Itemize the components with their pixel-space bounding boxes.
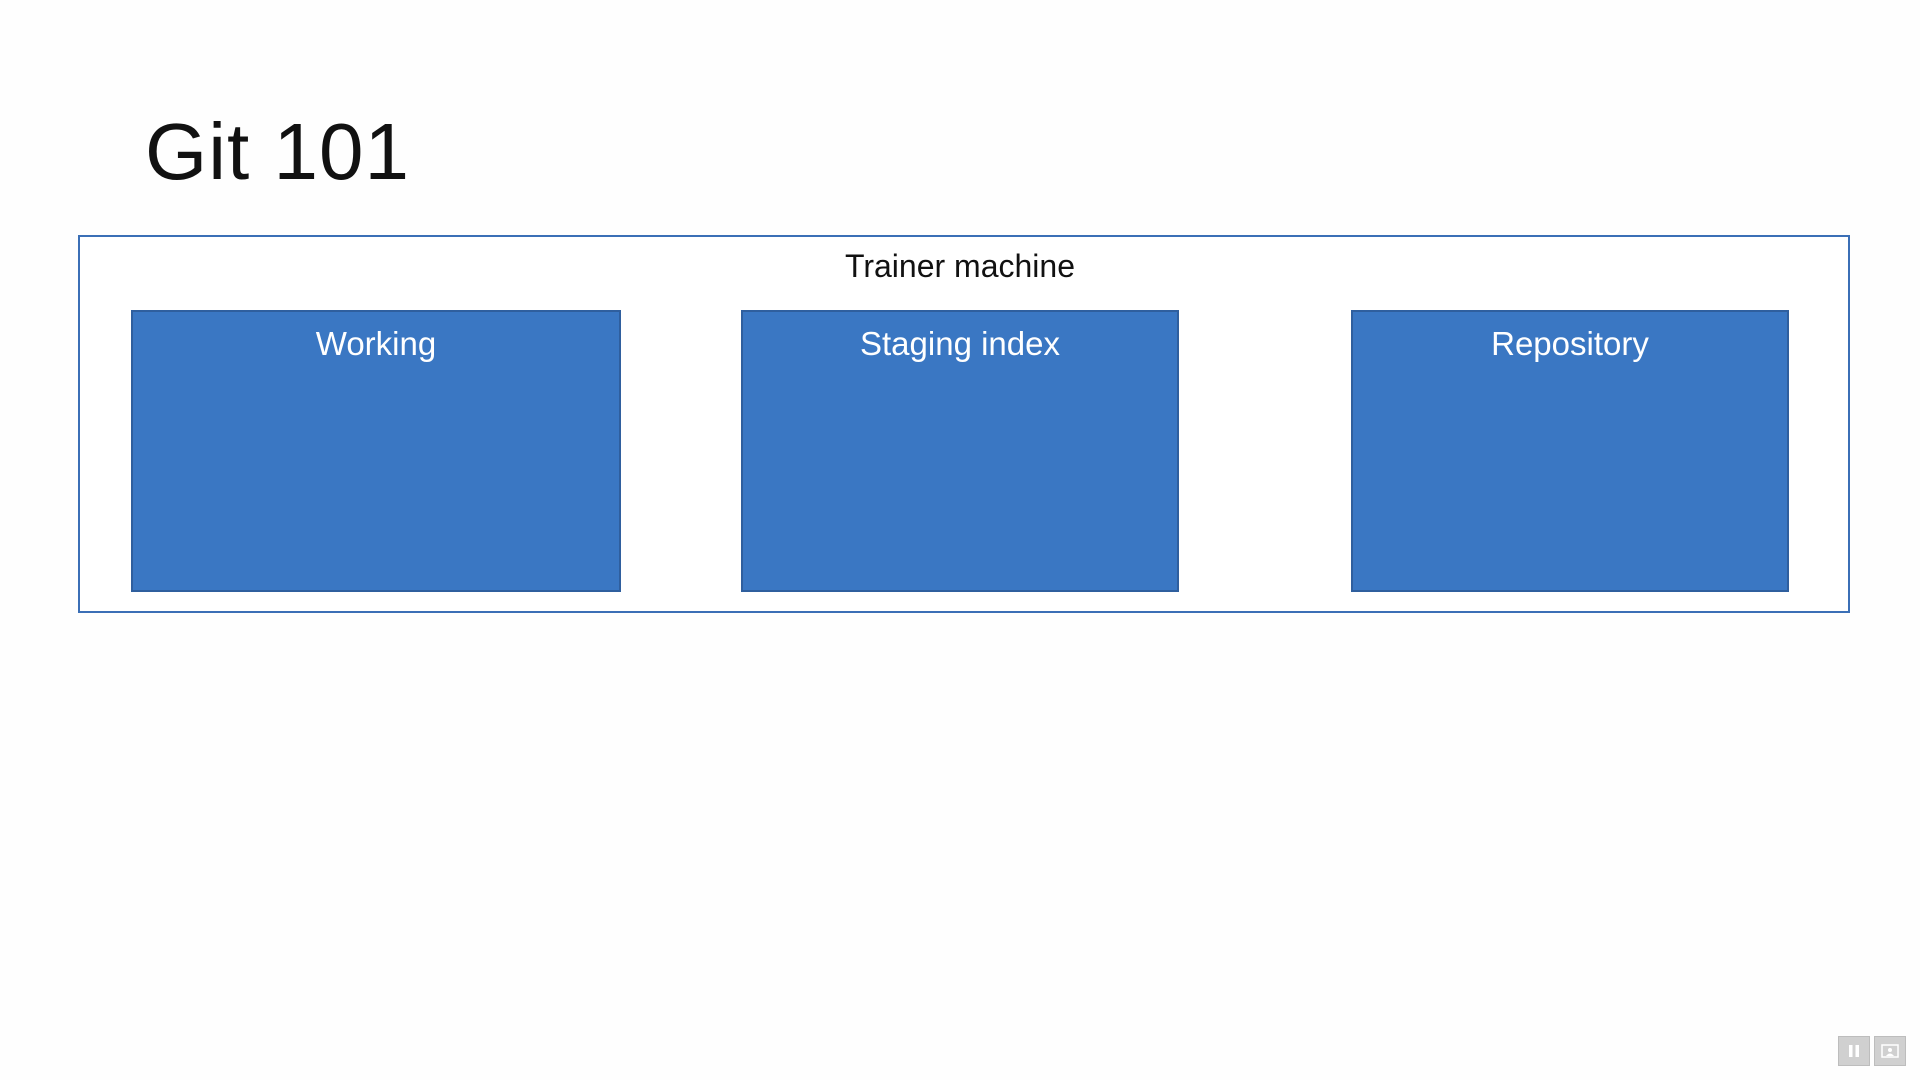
pause-button[interactable]: [1838, 1036, 1870, 1066]
repository-label: Repository: [1491, 325, 1649, 362]
slide-title: Git 101: [145, 107, 410, 196]
player-controls: [1838, 1036, 1906, 1066]
trainer-machine-label: Trainer machine: [844, 248, 1075, 284]
working-area-box: Working: [131, 310, 621, 592]
pause-icon: [1847, 1044, 1861, 1058]
presenter-view-button[interactable]: [1874, 1036, 1906, 1066]
staging-index-label: Staging index: [860, 325, 1060, 362]
repository-box: Repository: [1351, 310, 1789, 592]
staging-index-box: Staging index: [741, 310, 1179, 592]
working-area-label: Working: [315, 325, 437, 362]
presenter-view-icon: [1881, 1044, 1899, 1058]
